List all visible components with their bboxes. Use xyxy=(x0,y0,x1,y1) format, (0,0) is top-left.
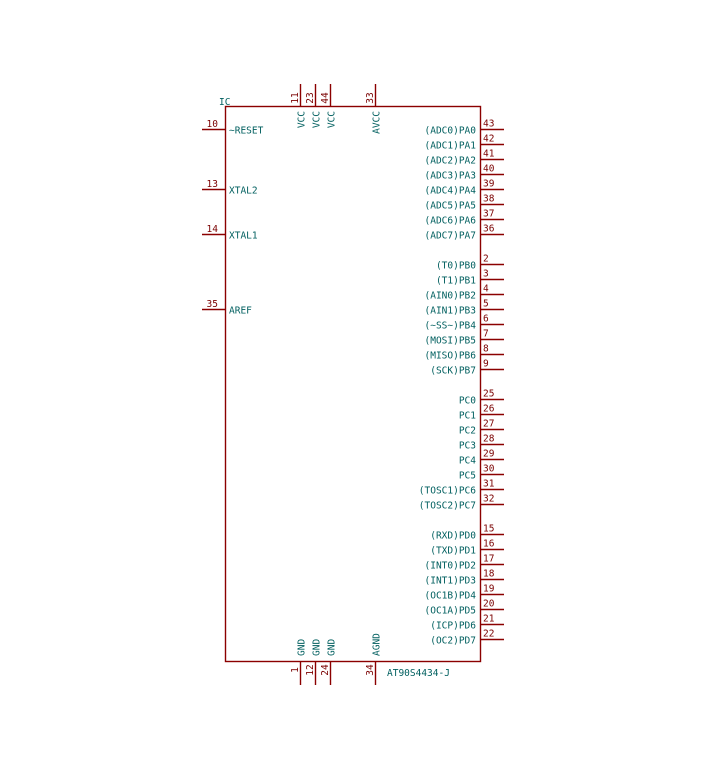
pin-label-tosc1-pc6: (TOSC1)PC6 xyxy=(419,486,476,497)
pin-10-number: 10 xyxy=(207,119,219,130)
pin-8-number: 8 xyxy=(483,344,489,355)
pin-label-adc2-pa2: (ADC2)PA2 xyxy=(425,156,476,167)
pin-41-number: 41 xyxy=(483,149,495,160)
pin-label-oc1b-pd4: (OC1B)PD4 xyxy=(425,591,477,602)
pin-1-number: 1 xyxy=(290,667,301,673)
pin-28-number: 28 xyxy=(483,434,495,445)
pin-label-mosi-pb5: (MOSI)PB5 xyxy=(425,336,476,347)
pin-label-reset: ~RESET xyxy=(229,126,264,137)
pin-label-xtal1: XTAL1 xyxy=(229,231,258,242)
pin-29-number: 29 xyxy=(483,449,495,460)
pin-label-int0-pd2: (INT0)PD2 xyxy=(425,561,476,572)
pin-42-number: 42 xyxy=(483,134,494,145)
pin-27-number: 27 xyxy=(483,419,494,430)
pin-23-number: 23 xyxy=(305,92,316,103)
pin-3-number: 3 xyxy=(483,269,489,280)
pin-34-number: 34 xyxy=(365,664,376,676)
pin-20-number: 20 xyxy=(483,599,495,610)
pin-label-xtal2: XTAL2 xyxy=(229,186,258,197)
pin-label-pc2: PC2 xyxy=(459,426,476,437)
pin-label-pc3: PC3 xyxy=(459,441,476,452)
pin-label-gnd-24: GND xyxy=(327,639,338,656)
pin-6-number: 6 xyxy=(483,314,489,325)
pin-label-ain1-pb3: (AIN1)PB3 xyxy=(425,306,476,317)
pin-44-number: 44 xyxy=(320,92,331,104)
pin-label-vcc-44: VCC xyxy=(327,111,338,128)
pin-11-number: 11 xyxy=(290,92,301,104)
pin-17-number: 17 xyxy=(483,554,494,565)
pin-30-number: 30 xyxy=(483,464,495,475)
pin-label-tosc2-pc7: (TOSC2)PC7 xyxy=(419,501,476,512)
pin-label-adc5-pa5: (ADC5)PA5 xyxy=(425,201,476,212)
pin-33-number: 33 xyxy=(365,92,376,103)
pin-12-number: 12 xyxy=(305,664,316,675)
pin-label-adc7-pa7: (ADC7)PA7 xyxy=(425,231,476,242)
pin-group: 10~RESET13XTAL214XTAL135AREF43(ADC0)PA04… xyxy=(202,84,504,685)
pin-label-aref: AREF xyxy=(229,306,252,317)
pin-24-number: 24 xyxy=(320,664,331,676)
pin-label-pc1: PC1 xyxy=(459,411,476,422)
pin-label-adc4-pa4: (ADC4)PA4 xyxy=(425,186,477,197)
pin-label-agnd-34: AGND xyxy=(372,633,383,656)
pin-40-number: 40 xyxy=(483,164,495,175)
pin-15-number: 15 xyxy=(483,524,494,535)
pin-label-adc1-pa1: (ADC1)PA1 xyxy=(425,141,477,152)
pin-19-number: 19 xyxy=(483,584,495,595)
pin-31-number: 31 xyxy=(483,479,495,490)
pin-16-number: 16 xyxy=(483,539,495,550)
pin-4-number: 4 xyxy=(483,284,489,295)
pin-14-number: 14 xyxy=(207,224,219,235)
pin-label-pc5: PC5 xyxy=(459,471,476,482)
pin-label-int1-pd3: (INT1)PD3 xyxy=(425,576,476,587)
pin-43-number: 43 xyxy=(483,119,494,130)
pin-37-number: 37 xyxy=(483,209,494,220)
pin-22-number: 22 xyxy=(483,629,494,640)
pin-38-number: 38 xyxy=(483,194,495,205)
pin-2-number: 2 xyxy=(483,254,489,265)
pin-21-number: 21 xyxy=(483,614,495,625)
pin-label-pc0: PC0 xyxy=(459,396,476,407)
pin-label-vcc-23: VCC xyxy=(312,111,323,128)
pin-39-number: 39 xyxy=(483,179,495,190)
pin-36-number: 36 xyxy=(483,224,495,235)
ic-reference-label: IC xyxy=(219,97,230,108)
pin-label-ain0-pb2: (AIN0)PB2 xyxy=(425,291,476,302)
pin-5-number: 5 xyxy=(483,299,489,310)
pin-label-vcc-11: VCC xyxy=(297,111,308,128)
pin-label-ss-pb4: (~SS~)PB4 xyxy=(425,321,477,332)
pin-label-t1-pb1: (T1)PB1 xyxy=(436,276,476,287)
pin-label-pc4: PC4 xyxy=(459,456,476,467)
pin-label-sck-pb7: (SCK)PB7 xyxy=(430,366,476,377)
pin-9-number: 9 xyxy=(483,359,489,370)
pin-label-adc6-pa6: (ADC6)PA6 xyxy=(425,216,477,227)
pin-7-number: 7 xyxy=(483,329,489,340)
pin-26-number: 26 xyxy=(483,404,495,415)
pin-13-number: 13 xyxy=(207,179,218,190)
ic-body-outline[interactable] xyxy=(224,105,482,663)
pin-label-icp-pd6: (ICP)PD6 xyxy=(430,621,476,632)
pin-label-oc1a-pd5: (OC1A)PD5 xyxy=(425,606,476,617)
ic-value-label: AT90S4434-J xyxy=(387,668,450,679)
pin-32-number: 32 xyxy=(483,494,494,505)
pin-label-miso-pb6: (MISO)PB6 xyxy=(425,351,477,362)
pin-label-gnd-1: GND xyxy=(297,639,308,656)
pin-25-number: 25 xyxy=(483,389,494,400)
pin-18-number: 18 xyxy=(483,569,495,580)
pin-label-gnd-12: GND xyxy=(312,639,323,656)
pin-35-number: 35 xyxy=(207,299,218,310)
pin-label-adc3-pa3: (ADC3)PA3 xyxy=(425,171,476,182)
pin-label-avcc-33: AVCC xyxy=(372,111,383,134)
pin-label-oc2-pd7: (OC2)PD7 xyxy=(430,636,476,647)
pin-label-adc0-pa0: (ADC0)PA0 xyxy=(425,126,477,137)
pin-label-rxd-pd0: (RXD)PD0 xyxy=(430,531,476,542)
pin-label-txd-pd1: (TXD)PD1 xyxy=(430,546,476,557)
pin-label-t0-pb0: (T0)PB0 xyxy=(436,261,476,272)
